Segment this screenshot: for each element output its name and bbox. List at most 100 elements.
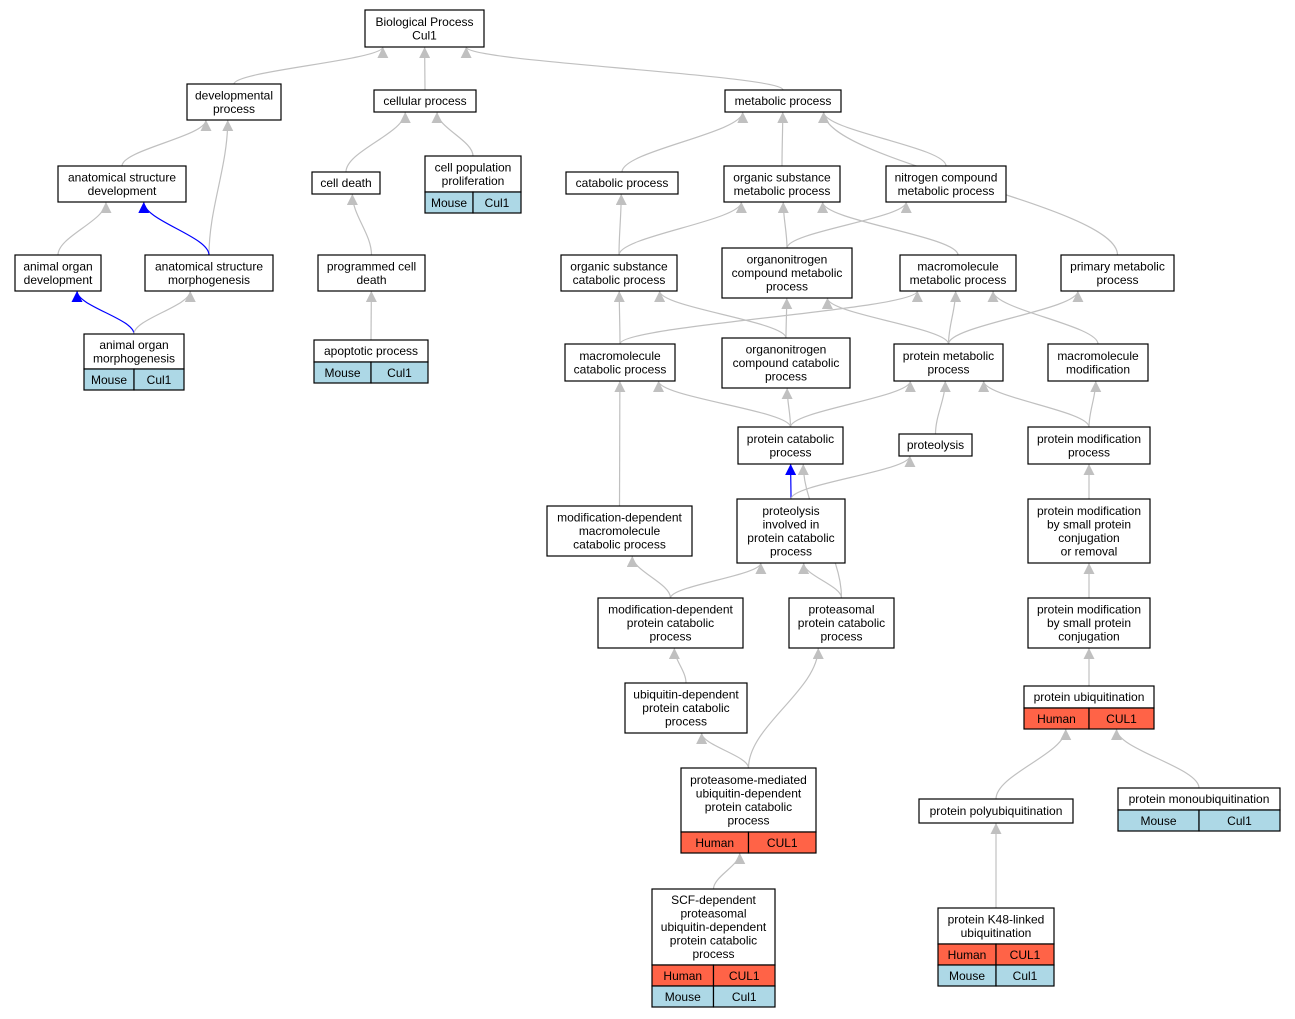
edge-pcp-to-protmp xyxy=(789,380,916,428)
node-label-line: process xyxy=(927,362,969,376)
node-label-line: metabolic process xyxy=(898,184,995,198)
go-term-node-scf[interactable]: SCF-dependentproteasomalubiquitin-depend… xyxy=(651,888,776,1008)
edge-pcp-to-mcp xyxy=(653,380,792,428)
edge-oscp-to-osmp xyxy=(618,201,747,256)
node-label-line: protein catabolic xyxy=(798,616,885,630)
edge-mdpcp-to-mdmcp xyxy=(626,555,672,599)
node-label-line: by small protein xyxy=(1047,517,1131,531)
node-label-line: cell population xyxy=(435,160,512,174)
edge-metab-to-bp xyxy=(460,46,784,91)
node-label-line: cellular process xyxy=(383,94,466,108)
go-term-node-ppolyu[interactable]: protein polyubiquitination xyxy=(918,798,1074,824)
species-label: Mouse xyxy=(324,366,360,380)
node-label-line: protein K48-linked xyxy=(948,912,1045,926)
node-label-line: conjugation xyxy=(1058,630,1119,644)
gene-label: Cul1 xyxy=(387,366,412,380)
node-label-line: ubiquitin-dependent xyxy=(696,786,802,800)
node-label-line: catabolic process xyxy=(576,176,669,190)
node-label-line: modification-dependent xyxy=(608,603,733,617)
node-label-line: metabolic process xyxy=(735,94,832,108)
edge-oscp-to-catab xyxy=(615,193,627,256)
node-label-line: protein catabolic xyxy=(747,531,834,545)
edge-pcp-to-onccp xyxy=(781,387,793,428)
node-label-line: primary metabolic xyxy=(1070,259,1165,273)
edge-oncmp-to-ncmp xyxy=(786,201,912,249)
edge-mmp-to-osmp xyxy=(817,201,959,256)
go-term-node-proteol[interactable]: proteolysis xyxy=(898,433,973,457)
species-label: Mouse xyxy=(91,373,127,387)
edge-cellprolif-to-cellproc xyxy=(431,111,474,157)
edge-asm-to-devproc xyxy=(208,119,234,256)
go-term-node-cellproc[interactable]: cellular process xyxy=(373,89,477,113)
go-term-node-celldeath[interactable]: cell death xyxy=(311,171,381,195)
edge-catab-to-metab xyxy=(621,111,749,173)
node-label-line: proteasomal xyxy=(680,907,746,921)
nodes-layer: Biological ProcessCul1developmentalproce… xyxy=(14,9,1281,1008)
go-term-node-mdmcp[interactable]: modification-dependentmacromoleculecatab… xyxy=(546,505,693,557)
species-label: Mouse xyxy=(665,990,701,1004)
node-label-line: animal organ xyxy=(23,259,92,273)
gene-label: Cul1 xyxy=(485,196,510,210)
node-label-line: catabolic process xyxy=(574,362,667,376)
go-term-node-metab[interactable]: metabolic process xyxy=(724,89,842,113)
edge-pmonou-to-pubiq xyxy=(1111,728,1200,789)
node-label-line: process xyxy=(727,813,769,827)
edge-devproc-to-bp xyxy=(233,46,389,85)
node-label-line: proteasome-mediated xyxy=(690,773,807,787)
edge-mcp-to-mmp xyxy=(619,290,923,345)
node-label-line: development xyxy=(24,273,93,287)
edge-pcd-to-celldeath xyxy=(346,193,373,256)
go-term-node-catab[interactable]: catabolic process xyxy=(565,171,679,195)
edge-protmp-to-mmp xyxy=(947,290,962,345)
node-label-line: organic substance xyxy=(733,170,831,184)
species-label: Mouse xyxy=(1140,814,1176,828)
edge-asm-to-asd xyxy=(138,201,210,256)
node-label-line: metabolic process xyxy=(734,184,831,198)
gene-label: Cul1 xyxy=(732,990,757,1004)
node-label-line: process xyxy=(649,630,691,644)
node-label-line: protein catabolic xyxy=(642,701,729,715)
edge-ppcp-to-pipcp xyxy=(798,562,843,599)
edge-mdpcp-to-pipcp xyxy=(669,562,767,599)
edge-pmudpcp-to-udpcp xyxy=(696,732,750,769)
node-label-line: Biological Process xyxy=(375,15,473,29)
node-label-line: SCF-dependent xyxy=(671,893,756,907)
edge-aod-to-asd xyxy=(57,201,112,256)
edges-layer xyxy=(57,46,1200,908)
